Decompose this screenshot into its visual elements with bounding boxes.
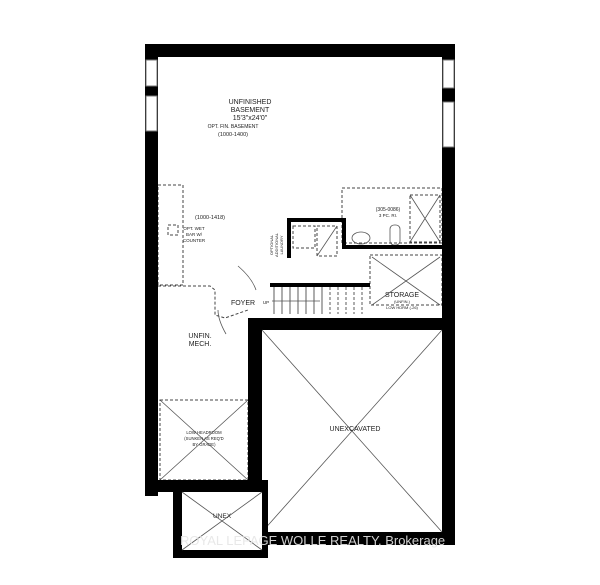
laundry-label: OPTIONAL ADDITIONAL LAUNDRY: [269, 232, 284, 257]
bar-note-1: OPT. WET: [183, 226, 205, 231]
unexcavated-garage: [248, 318, 455, 545]
basement-dimensions: 15'3"x24'0": [233, 115, 268, 122]
foyer-outline: [158, 265, 257, 335]
low-headroom-2: (SUNKEN AS REQ'D: [184, 436, 223, 441]
watermark: ROYAL LEPAGE WOLLE REALTY, Brokerage: [180, 533, 445, 548]
storage-note-1: (UNFIN.): [394, 299, 411, 304]
unexcavated-label: UNEXCAVATED: [330, 426, 381, 433]
bathroom-code: (305-0086): [376, 207, 401, 213]
mech-label-2: MECH.: [189, 341, 212, 348]
stairs-up-label: UP: [263, 300, 269, 305]
svg-text:LAUNDRY: LAUNDRY: [279, 235, 284, 254]
stairs: [270, 283, 370, 314]
bar-note-3: COUNTER: [183, 238, 206, 243]
low-headroom-3: BY GRADE): [193, 442, 217, 447]
foyer-label: FOYER: [231, 300, 255, 307]
basement-label-1: UNFINISHED: [229, 99, 272, 106]
basement-option-area: (1000-1400): [218, 132, 248, 138]
bar-area-outline: [157, 184, 184, 286]
svg-text:ADDITIONAL: ADDITIONAL: [274, 232, 279, 257]
bathroom-fixtures: [292, 187, 443, 257]
bathroom-name: 3 PC. RI.: [379, 213, 397, 218]
basement-option: OPT. FIN. BASEMENT: [208, 124, 259, 130]
unex-box: [173, 480, 268, 558]
low-headroom-1: LOW HEADROOM: [186, 430, 222, 435]
bar-area-size: (1000-1418): [195, 215, 225, 221]
unex-label: UNEX: [213, 513, 232, 520]
mech-label-1: UNFIN.: [188, 333, 211, 340]
bar-note-2: BAR W/: [186, 232, 203, 237]
storage-note-2: LOW HDRM (-26): [386, 305, 418, 310]
windows: [145, 59, 455, 148]
basement-label-2: BASEMENT: [231, 107, 270, 114]
svg-text:OPTIONAL: OPTIONAL: [269, 234, 274, 255]
storage-label: STORAGE: [385, 292, 419, 299]
